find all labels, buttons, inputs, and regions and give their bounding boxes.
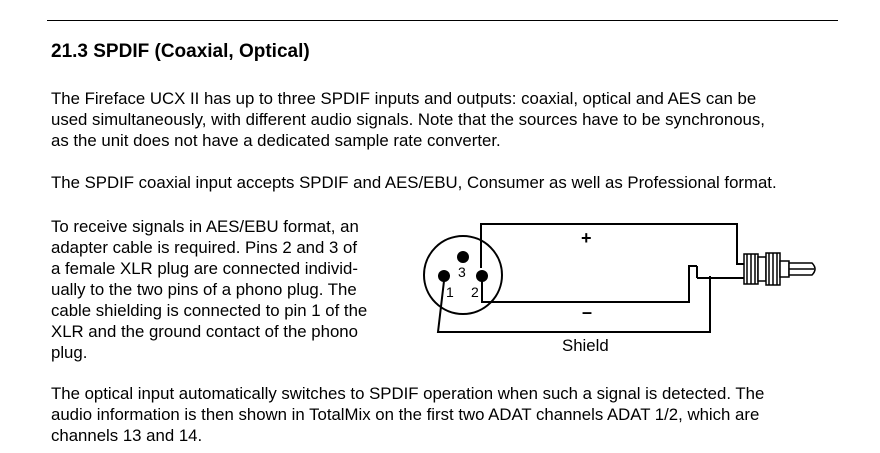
adapter-line: To receive signals in AES/EBU format, an xyxy=(51,217,359,236)
plus-wire xyxy=(480,223,746,268)
adapter-line: cable shielding is connected to pin 1 of… xyxy=(51,301,368,320)
xlr-pin-2 xyxy=(476,270,488,282)
intro-line: The Fireface UCX II has up to three SPDI… xyxy=(51,89,757,108)
intro-line: as the unit does not have a dedicated sa… xyxy=(51,131,501,150)
optical-line: channels 13 and 14. xyxy=(51,426,203,445)
adapter-line: plug. xyxy=(51,343,88,362)
xlr-pin-2-label: 2 xyxy=(471,284,479,300)
shield-label: Shield xyxy=(562,336,609,355)
coaxial-line: The SPDIF coaxial input accepts SPDIF an… xyxy=(51,173,777,192)
xlr-pin-1-label: 1 xyxy=(446,284,454,300)
plus-label: + xyxy=(581,228,592,248)
minus-label: – xyxy=(582,302,592,322)
intro-paragraph: The Fireface UCX II has up to three SPDI… xyxy=(51,88,765,151)
intro-line: used simultaneously, with different audi… xyxy=(51,110,765,129)
xlr-pin-3 xyxy=(457,251,469,263)
xlr-pin-1 xyxy=(438,270,450,282)
adapter-line: XLR and the ground contact of the phono xyxy=(51,322,358,341)
xlr-connector-outline xyxy=(423,235,503,315)
minus-wire xyxy=(481,265,697,303)
section-heading: 21.3 SPDIF (Coaxial, Optical) xyxy=(51,41,310,62)
optical-paragraph: The optical input automatically switches… xyxy=(51,383,764,446)
coaxial-paragraph: The SPDIF coaxial input accepts SPDIF an… xyxy=(51,172,777,193)
xlr-pin-3-label: 3 xyxy=(458,264,466,280)
optical-line: The optical input automatically switches… xyxy=(51,384,765,403)
top-rule xyxy=(47,20,838,21)
adapter-line: adapter cable is required. Pins 2 and 3 … xyxy=(51,238,357,257)
adapter-line: a female XLR plug are connected individ- xyxy=(51,259,358,278)
adapter-line: ually to the two pins of a phono plug. T… xyxy=(51,280,357,299)
xlr-to-phono-wiring-diagram: 3 1 2 + – Shield xyxy=(423,223,816,355)
optical-line: audio information is then shown in Total… xyxy=(51,405,760,424)
adapter-paragraph: To receive signals in AES/EBU format, an… xyxy=(51,216,367,363)
phono-plug xyxy=(743,252,816,286)
shield-wire xyxy=(436,276,711,333)
